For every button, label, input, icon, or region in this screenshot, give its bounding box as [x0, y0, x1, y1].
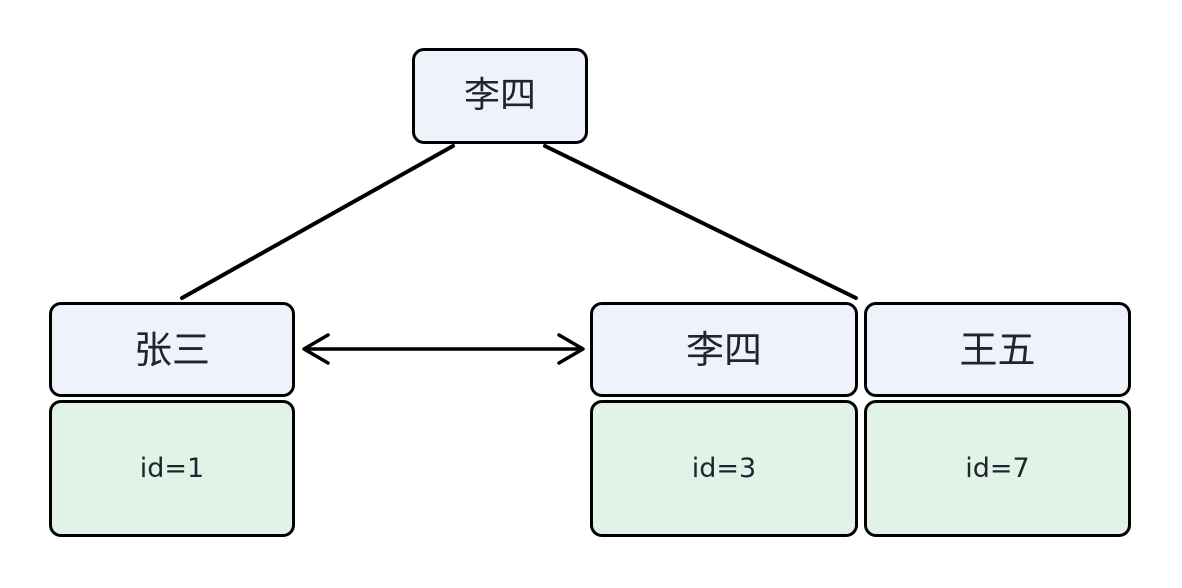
arrowhead-left-icon — [302, 333, 330, 365]
edge-root-to-zhangsan — [180, 144, 455, 300]
edge-root-to-junction — [543, 144, 858, 300]
node-zhangsan: 张三 — [49, 302, 295, 397]
node-lisi-id-label: id=3 — [691, 453, 757, 484]
node-wangwu-id: id=7 — [864, 400, 1131, 537]
edge-zhangsan-lisi-double-arrow — [302, 333, 585, 365]
node-lisi-label: 李四 — [685, 327, 762, 372]
node-wangwu-id-label: id=7 — [965, 453, 1030, 484]
arrowhead-right-icon — [557, 333, 585, 365]
node-lisi-id: id=3 — [590, 400, 858, 537]
node-root-label: 李四 — [463, 75, 536, 116]
node-zhangsan-label: 张三 — [133, 327, 210, 372]
node-zhangsan-id-label: id=1 — [139, 453, 205, 484]
node-wangwu-label: 王五 — [959, 327, 1036, 372]
node-wangwu: 王五 — [864, 302, 1131, 397]
node-root: 李四 — [412, 48, 588, 144]
node-lisi: 李四 — [590, 302, 858, 397]
node-zhangsan-id: id=1 — [49, 400, 295, 537]
